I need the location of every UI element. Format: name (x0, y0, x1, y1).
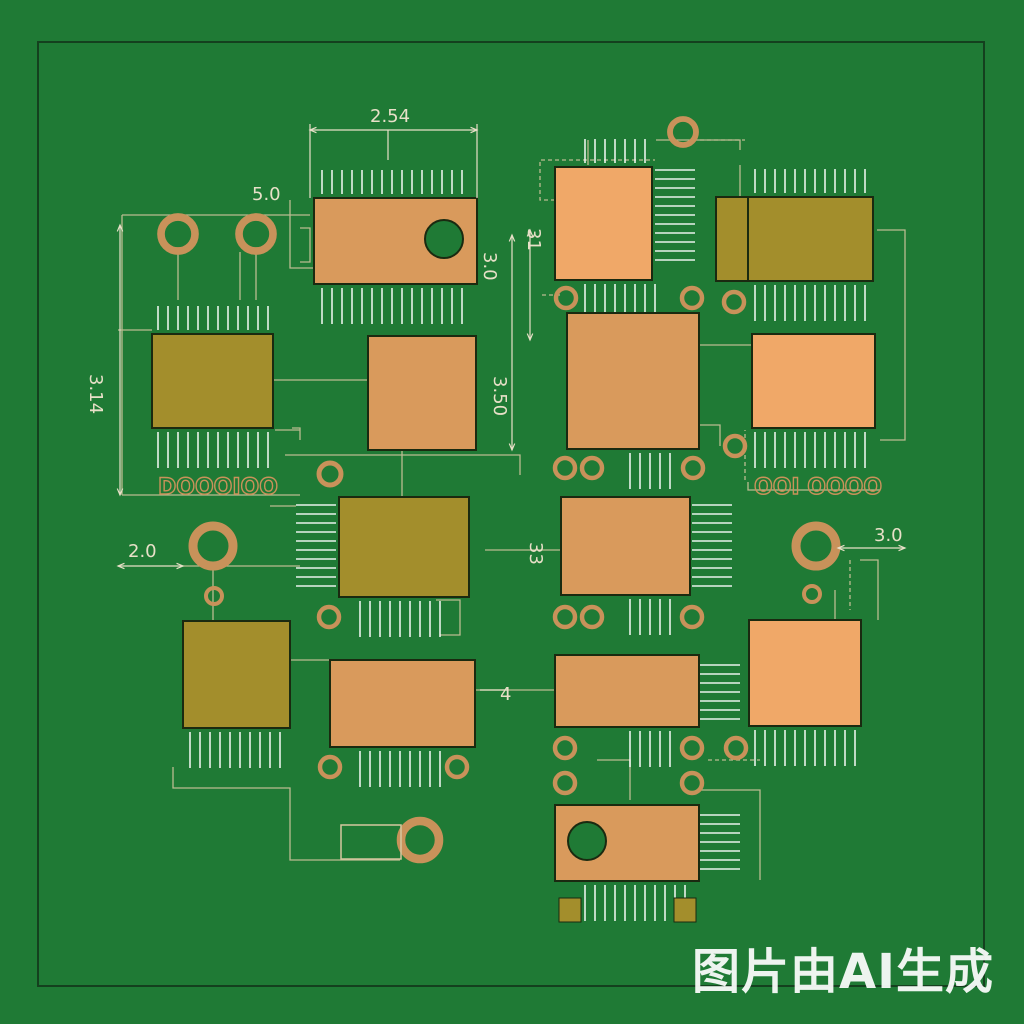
ic-component (151, 333, 274, 429)
dim-arrow (116, 562, 125, 570)
via-ring (723, 735, 749, 761)
copper-trace (436, 599, 461, 636)
lead-layer (157, 139, 866, 921)
via-ring (235, 213, 277, 255)
ic-component (554, 654, 700, 728)
dim-center-mark-small: 4 (500, 684, 511, 705)
smd-pad (558, 897, 582, 923)
via-ring (721, 289, 747, 315)
ic-component (554, 804, 700, 882)
dim-arrow (176, 562, 185, 570)
dim-center-mark: 33 (525, 542, 546, 565)
dim-arrow (508, 443, 516, 452)
via-ring (722, 433, 748, 459)
dim-left-offset: 5.0 (252, 184, 281, 205)
ic-component (751, 333, 876, 429)
component-layer (151, 166, 876, 923)
dim-arrow (836, 544, 845, 552)
dim-left-height: 3.14 (85, 374, 106, 414)
dim-arrow (526, 333, 534, 342)
via-ring (802, 584, 822, 604)
copper-trace (877, 229, 906, 441)
dashed-trace (539, 159, 655, 201)
ic-component (367, 335, 477, 451)
via-ring (791, 521, 841, 571)
via-layer (157, 116, 841, 864)
via-ring (679, 735, 705, 761)
dim-arrow (526, 228, 534, 237)
left-pin-row-label: DOOOIOO (158, 475, 278, 500)
copper-trace (700, 424, 721, 446)
via-ring (680, 455, 706, 481)
via-ring (204, 586, 224, 606)
ic-component (329, 659, 476, 748)
via-ring (552, 604, 578, 630)
via-ring (579, 604, 605, 630)
trace-layer (118, 139, 906, 880)
copper-trace (292, 427, 301, 440)
copper-trace (285, 454, 521, 475)
via-ring (317, 754, 343, 780)
pin-row-labels: DOOOIOO OOI OOOO (157, 474, 882, 500)
silkscreen-box (340, 824, 402, 860)
copper-trace (289, 200, 314, 269)
via-ring (679, 604, 705, 630)
via-ring (667, 116, 699, 148)
via-ring (316, 604, 342, 630)
ic-component (748, 619, 862, 727)
via-ring (552, 770, 578, 796)
mounting-hole (567, 821, 607, 861)
copper-trace (860, 559, 879, 620)
copper-trace (656, 139, 741, 150)
dim-right-height-b: 31 (523, 228, 544, 251)
dim-arrow (898, 544, 907, 552)
via-ring (679, 285, 705, 311)
dim-arrow (116, 223, 124, 232)
right-pin-row-label: OOI OOOO (754, 475, 882, 500)
ic-component (182, 620, 291, 729)
dimension-labels: 2.54 5.0 3.0 31 3.50 3.14 2.0 3.0 33 4 (85, 106, 903, 705)
ic-component (747, 196, 874, 282)
ic-component (566, 312, 700, 450)
via-ring (316, 460, 344, 488)
dim-right-gap: 3.0 (874, 525, 903, 546)
ic-component (715, 196, 749, 282)
dim-right-height-a: 3.0 (479, 252, 500, 281)
dimension-layer (116, 124, 907, 691)
copper-trace (700, 789, 761, 880)
via-ring (579, 455, 605, 481)
via-ring (553, 285, 579, 311)
board-outline (37, 41, 985, 987)
dim-left-gap: 2.0 (128, 541, 157, 562)
mounting-hole (424, 219, 464, 259)
smd-pad (673, 897, 697, 923)
ic-component (338, 496, 470, 598)
via-ring (552, 735, 578, 761)
copper-trace (300, 227, 311, 263)
dim-top-width: 2.54 (370, 106, 410, 127)
via-ring (679, 770, 705, 796)
dim-arrow (508, 233, 516, 242)
ic-component (554, 166, 653, 281)
dim-arrow (116, 488, 124, 497)
ai-generated-watermark: 图片由AI生成 (691, 944, 994, 1000)
via-ring (444, 754, 470, 780)
copper-trace (172, 767, 400, 861)
via-ring (157, 213, 199, 255)
ic-component (560, 496, 691, 596)
via-ring (188, 521, 238, 571)
copper-trace (747, 482, 880, 491)
via-ring (552, 455, 578, 481)
dim-mid-height: 3.50 (489, 376, 510, 416)
